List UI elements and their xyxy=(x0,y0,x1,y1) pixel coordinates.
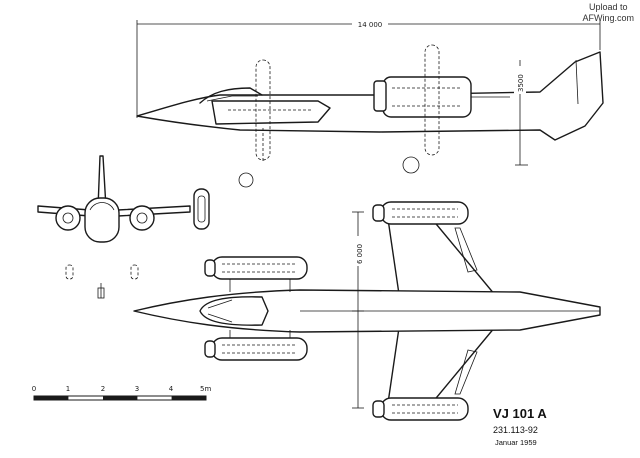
rear-wheel xyxy=(402,156,420,174)
title-block: VJ 101 A 231.113-92 Januar 1959 xyxy=(493,406,547,447)
scale-bar: 0 1 2 3 4 5m xyxy=(32,385,211,401)
front-view xyxy=(37,155,210,299)
scale-label-4: 4 xyxy=(169,385,174,393)
lower-wing xyxy=(387,320,501,404)
scale-label-2: 2 xyxy=(101,385,105,393)
scale-label-3: 3 xyxy=(135,385,139,393)
side-view: 14 000 3500 xyxy=(136,19,604,188)
height-dimension: 3500 xyxy=(517,74,525,92)
top-view: 6 000 xyxy=(133,201,601,421)
front-fuselage xyxy=(84,197,120,243)
side-engine-nacelle xyxy=(382,76,472,118)
upper-wing xyxy=(387,218,501,302)
side-canopy xyxy=(199,87,263,104)
left-engine-front xyxy=(55,205,81,231)
wingtip-engine-front xyxy=(193,188,210,230)
watermark: Upload to AFWing.com xyxy=(582,2,634,24)
wingtip-engine-upper xyxy=(380,201,469,225)
drawing-date: Januar 1959 xyxy=(495,438,537,447)
side-fuselage xyxy=(136,51,604,141)
side-intake xyxy=(211,100,331,125)
watermark-line1: Upload to xyxy=(588,2,628,12)
scale-label-5m: 5m xyxy=(200,385,211,393)
scale-label-0: 0 xyxy=(32,385,36,393)
fuselage-engine-lower xyxy=(211,337,308,361)
right-engine-front xyxy=(129,205,155,231)
top-canopy xyxy=(199,296,269,326)
watermark-line2: AFWing.com xyxy=(582,13,634,23)
length-dimension: 14 000 xyxy=(358,21,383,29)
drawing-number: 231.113-92 xyxy=(493,425,538,435)
aircraft-designation: VJ 101 A xyxy=(493,406,547,421)
wingtip-engine-lower xyxy=(380,397,469,421)
span-dimension: 6 000 xyxy=(356,244,364,264)
scale-label-1: 1 xyxy=(66,385,70,393)
fuselage-engine-upper xyxy=(211,256,308,280)
front-wheel xyxy=(238,172,254,188)
